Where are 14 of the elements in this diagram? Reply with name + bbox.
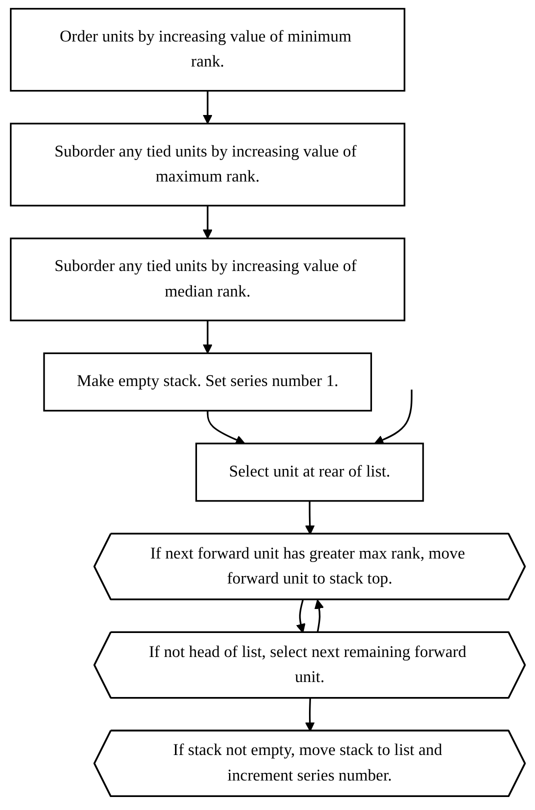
node-box: Suborder any tied units by increasing value of median rank. — [10, 238, 405, 322]
arrow — [202, 206, 212, 239]
node-box: Select unit at rear of list. — [195, 442, 424, 502]
arrow — [296, 600, 306, 634]
node-box: Make empty stack. Set series number 1. — [42, 352, 372, 412]
node-box: Suborder any tied units by increasing value of maximum rank. — [10, 122, 405, 206]
arrow — [202, 320, 212, 354]
arrow — [374, 390, 412, 444]
node-box: Order units by increasing value of minimum rank. — [10, 8, 405, 92]
arrow — [206, 410, 245, 444]
arrow — [304, 500, 314, 535]
arrow — [304, 698, 314, 732]
arrow — [202, 90, 212, 124]
arrow — [314, 599, 324, 633]
